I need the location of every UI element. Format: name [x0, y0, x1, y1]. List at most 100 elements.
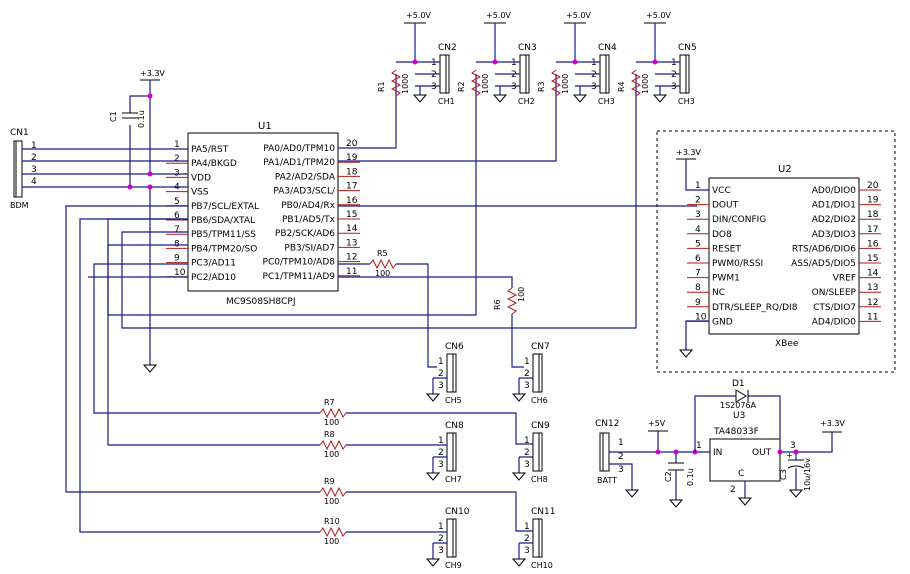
pullup-2-value: 1000: [561, 74, 570, 94]
r10-value: 100: [324, 537, 339, 546]
cn1-connector: CN1 BDM 1 2 3 4: [10, 128, 37, 210]
u2-pin-20-name: AD0/DIO0: [812, 186, 857, 196]
u2-pin-8-num: 8: [695, 283, 701, 293]
u2-pin-16-name: RTS/AD6/DIO6: [792, 244, 856, 254]
servo-cn5-pin-2: 2: [671, 70, 677, 80]
u3-pin2: 2: [730, 485, 736, 495]
u1-pin-17-num: 17: [346, 182, 357, 192]
lower-cn8-pin-1: 1: [438, 436, 444, 446]
u2-pin-7-num: 7: [695, 269, 701, 279]
r5-value: 100: [375, 269, 390, 278]
u1-pin-8-name: PB4/TPM20/SO: [191, 244, 257, 254]
u2-pin-15-num: 15: [867, 254, 878, 264]
r6-ref: R6: [493, 299, 502, 310]
u2-pin-17-num: 17: [867, 225, 878, 235]
lower-cn6-pin-2: 2: [438, 369, 444, 379]
u2-pin-1-num: 1: [695, 181, 701, 191]
lower-cn9-pin-1: 1: [524, 436, 530, 446]
u1-pin-14-name: PB2/SCK/AD6: [275, 229, 335, 239]
cn12-pin-1: 1: [618, 438, 624, 448]
d1-part: 1S2076A: [720, 401, 757, 410]
lower-cn6-pin-1: 1: [438, 357, 444, 367]
u2-pin-6-name: PWM0/RSSI: [712, 259, 763, 269]
u2-pin-3-num: 3: [695, 210, 701, 220]
u3-c: C: [738, 469, 744, 479]
servo-cn5-pin-3: 3: [671, 82, 677, 92]
servo-cn5-ch: CH3: [678, 97, 695, 106]
u2-pin-17-name: AD3/DIO3: [812, 230, 856, 240]
u1-pin-14-num: 14: [346, 224, 358, 234]
cn12-pin-2: 2: [618, 452, 624, 462]
pullup-1-ref: R2: [457, 81, 466, 92]
servo-cn4-ch: CH3: [598, 97, 615, 106]
u1-pin-2-num: 2: [174, 154, 180, 164]
u1-pin-9-num: 9: [174, 254, 180, 264]
servo-cn4-pin-3: 3: [591, 82, 597, 92]
lower-cn7-ref: CN7: [531, 342, 550, 352]
cn12-label: BATT: [597, 476, 617, 485]
u1-pin-6-num: 6: [174, 211, 180, 221]
u2-vcc-label: +3.3V: [676, 148, 701, 157]
u2-pin-19-name: AD1/DIO1: [812, 201, 856, 211]
u1-pin-12-name: PC0/TPM10/AD8: [263, 258, 336, 268]
u1-pin-10-num: 10: [174, 268, 186, 278]
u2-ref: U2: [778, 164, 792, 175]
u2-pin-19-num: 19: [867, 196, 879, 206]
u3-pin3: 3: [790, 441, 796, 451]
pullup-3-value: 1000: [641, 74, 650, 94]
u1-pin-15-num: 15: [346, 210, 357, 220]
u2-pin-8-name: NC: [712, 288, 725, 298]
lower-cn10-pin-1: 1: [438, 522, 444, 532]
r5-ref: R5: [377, 249, 388, 258]
u3-pin1: 1: [696, 441, 702, 451]
u3-ref: U3: [733, 411, 745, 421]
u2-pin-13-num: 13: [867, 283, 878, 293]
u2-pin-11-name: AD4/DIO0: [812, 317, 857, 327]
c1-rail-label: +3.3V: [140, 69, 165, 78]
u1-pin-13-name: PB3/SI/AD7: [284, 243, 335, 253]
lower-cn7-pin-2: 2: [524, 369, 530, 379]
r7-ref: R7: [324, 398, 335, 407]
u1-pin-20-name: PA0/AD0/TPM10: [263, 144, 335, 154]
u1-pin-15-name: PB1/AD5/Tx: [282, 215, 336, 225]
lower-cn8-ref: CN8: [445, 421, 464, 431]
u2-pin-2-name: DOUT: [712, 201, 739, 211]
u1-pin-10-name: PC2/AD10: [191, 273, 236, 283]
servo-cn4-pin-1: 1: [591, 58, 597, 68]
servo-cn5-pin-1: 1: [671, 58, 677, 68]
u2-pin-10-name: GND: [712, 317, 733, 327]
u2-pin-1-name: VCC: [712, 186, 731, 196]
lower-cn8-pin-2: 2: [438, 448, 444, 458]
u1-pin-11-name: PC1/TPM11/AD9: [263, 272, 336, 282]
servo-cn3-pin-1: 1: [511, 58, 517, 68]
u2-pin-3-name: DIN/CONFIG: [712, 215, 766, 225]
u1-pin-20-num: 20: [346, 139, 358, 149]
lower-cn10-ch: CH9: [445, 561, 462, 570]
u2-pin-4-num: 4: [695, 225, 701, 235]
lower-cn11-pin-2: 2: [524, 534, 530, 544]
cn1-ref: CN1: [10, 128, 29, 138]
u1-pin-18-num: 18: [346, 167, 358, 177]
u1-pin-1-num: 1: [174, 140, 180, 150]
u2-pin-4-name: DO8: [712, 230, 732, 240]
u1-pin-1-name: PA5/RST: [191, 145, 229, 155]
u1-pin-16-name: PB0/AD4/Rx: [281, 201, 335, 211]
pullup-1-value: 1000: [481, 74, 490, 94]
servo-cn3-pin-2: 2: [511, 70, 517, 80]
pullup-3-ref: R4: [617, 81, 626, 92]
u1-pin-19-num: 19: [346, 153, 358, 163]
servo-3-rail: +5.0V: [646, 11, 671, 20]
u2-pin-12-name: CTS/DIO7: [813, 303, 856, 313]
servo-cn3-pin-3: 3: [511, 82, 517, 92]
c3-ref: C3: [779, 469, 788, 480]
r9-value: 100: [324, 497, 339, 506]
